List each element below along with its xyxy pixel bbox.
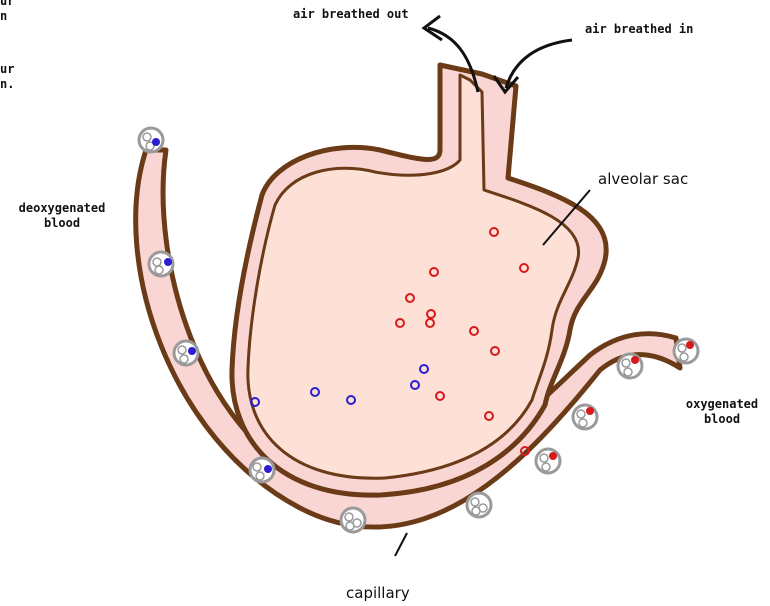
deoxygenated-label-line2: blood xyxy=(4,216,120,231)
edge-text-mid-line2: n. xyxy=(0,77,14,92)
oxygenated-label-line2: blood xyxy=(674,412,770,427)
edge-text-mid-line1: ur xyxy=(0,62,14,77)
oxygenated-blood-label: oxygenated blood xyxy=(674,397,770,427)
red-blood-cell xyxy=(618,354,642,378)
red-blood-cell xyxy=(341,508,365,532)
red-blood-cell xyxy=(174,341,198,365)
air-breathed-out-label: air breathed out xyxy=(293,7,409,22)
red-blood-cell xyxy=(674,339,698,363)
deoxygenated-label-line1: deoxygenated xyxy=(4,201,120,216)
capillary-pointer xyxy=(395,533,407,556)
edge-text-top-line2: n xyxy=(0,9,7,24)
capillary-label: capillary xyxy=(346,584,410,602)
edge-text-top-line1: ur xyxy=(0,0,14,9)
red-blood-cell xyxy=(149,252,173,276)
red-blood-cell xyxy=(139,128,163,152)
red-blood-cell xyxy=(467,493,491,517)
red-blood-cell xyxy=(250,458,274,482)
red-blood-cell xyxy=(573,405,597,429)
red-blood-cell xyxy=(536,449,560,473)
deoxygenated-blood-label: deoxygenated blood xyxy=(4,201,120,231)
alveolar-sac-label: alveolar sac xyxy=(598,170,688,188)
air-breathed-in-label: air breathed in xyxy=(585,22,693,37)
oxygenated-label-line1: oxygenated xyxy=(674,397,770,412)
